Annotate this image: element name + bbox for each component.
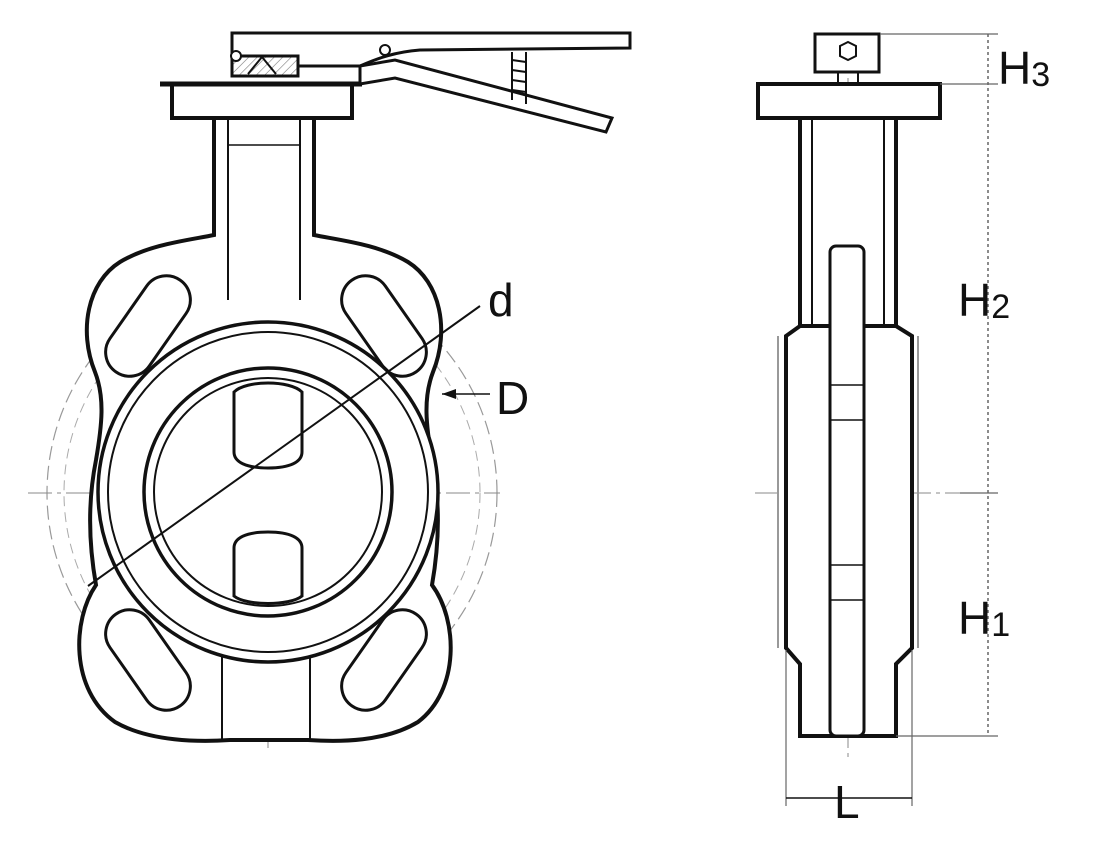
label-H1: H1 <box>958 592 1010 644</box>
bolt-slot-upper-right <box>340 274 428 378</box>
label-H2: H2 <box>958 274 1010 326</box>
label-H1-main: H <box>958 592 991 644</box>
arrow-D <box>442 389 456 399</box>
disc-boss-bottom <box>232 530 304 605</box>
label-H2-sub: 2 <box>991 288 1010 326</box>
label-H2-main: H <box>958 274 991 326</box>
dimension-line-d <box>87 305 481 587</box>
lever-spring <box>511 52 527 104</box>
label-H1-sub: 1 <box>991 606 1010 644</box>
label-D: D <box>496 372 529 424</box>
lever-handle-icon <box>230 31 632 134</box>
liner-outer <box>96 320 440 664</box>
bolt-slot-upper-left <box>104 274 192 378</box>
side-top-flange <box>756 82 942 120</box>
dimension-labels: d D H3 H2 H1 L <box>488 42 1050 828</box>
hex-nut-icon <box>813 32 881 74</box>
seat-ring <box>142 366 394 618</box>
label-H3-main: H <box>998 42 1031 94</box>
lever-pin <box>379 44 391 56</box>
front-view <box>28 31 632 748</box>
disc-edge <box>153 377 383 607</box>
hex-nut-face <box>839 40 857 62</box>
label-H3-sub: 3 <box>1031 56 1050 94</box>
label-L: L <box>834 776 860 828</box>
bolt-slot-lower-left <box>104 608 192 712</box>
side-view <box>755 32 998 806</box>
top-flange <box>170 82 354 120</box>
hub-bolt <box>230 50 242 62</box>
side-disc <box>828 244 866 738</box>
liner-outer-inner <box>107 331 429 653</box>
disc-boss-top <box>232 381 304 470</box>
label-H3: H3 <box>998 42 1050 94</box>
lever-arm-upper <box>230 31 632 68</box>
lever-arm-lower <box>358 58 615 134</box>
bolt-slot-lower-right <box>340 608 428 712</box>
label-d: d <box>488 274 514 326</box>
